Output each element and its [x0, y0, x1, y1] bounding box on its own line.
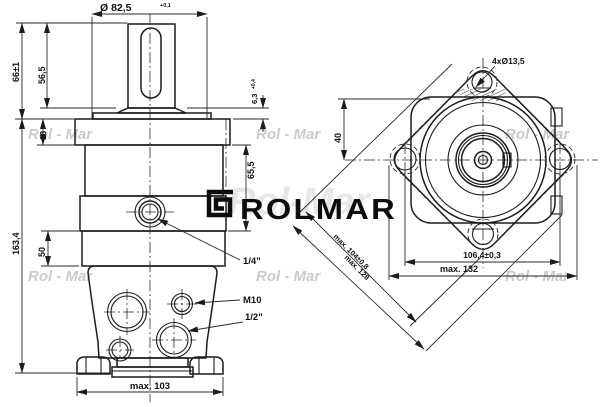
dim-40-label: 40 — [333, 133, 343, 143]
hub-circle-outer — [455, 132, 511, 188]
watermark-text: Rol - Mar — [256, 126, 321, 143]
leader-half-inch: 1/2" — [187, 312, 263, 333]
port-small-bottom — [106, 336, 134, 362]
valve-housing — [87, 265, 218, 359]
port-quarter-inch — [126, 196, 174, 228]
dim-63-tol: +0,4 — [251, 79, 257, 89]
shaft-center-hole — [477, 154, 489, 166]
pilot-boss — [92, 112, 212, 120]
spacer-section — [81, 230, 226, 267]
seal-circle — [447, 124, 519, 196]
keyway-slot — [140, 27, 162, 99]
dim-18-label: 18 — [39, 131, 48, 140]
port-half-inch — [152, 318, 196, 359]
dim-max132: max. 132 — [388, 165, 578, 280]
watermark-text: Rol - Mar — [256, 268, 321, 285]
watermark-text: Rol - Mar — [28, 268, 93, 285]
shaft-hole — [473, 150, 493, 170]
dim-1634: 163,4 — [11, 118, 112, 374]
watermark-text: Rol - Mar — [505, 126, 570, 143]
rolmar-logo-icon — [206, 189, 233, 218]
label-m10: M10 — [243, 295, 261, 306]
dim-40: 40 — [333, 98, 430, 161]
dim-1064: 106,4±0,3 — [404, 172, 561, 266]
shaft — [127, 23, 176, 109]
label-bolt-holes: 4xØ13,5 — [492, 56, 525, 66]
dim-18: 18 — [37, 118, 75, 146]
end-cap-plate — [111, 366, 194, 378]
cover-circle-inner — [424, 101, 542, 219]
dim-655-label: 65,5 — [246, 161, 256, 179]
dim-1634-label: 163,4 — [11, 232, 21, 255]
dim-655: 65,5 — [228, 144, 256, 232]
dim-shaft-diameter: Ø 82,5 +0,1 — [91, 2, 208, 119]
label-quarter-inch: 1/4" — [243, 256, 261, 267]
dim-max132-label: max. 132 — [440, 264, 478, 274]
dim-565-label: 56,5 — [37, 66, 47, 84]
leader-m10: M10 — [194, 295, 261, 306]
dim-66-label: 66±1 — [11, 62, 21, 82]
body-tab-lower — [550, 195, 563, 215]
end-cap-neck — [116, 357, 189, 368]
keyway-notch — [502, 152, 512, 168]
port-large-left — [104, 289, 150, 335]
dim-shaft-diameter-tol: +0,1 — [160, 3, 171, 9]
bolt-hole-bottom — [471, 222, 495, 246]
body-tab-upper — [550, 107, 563, 127]
dim-1064-label: 106,4±0,3 — [463, 250, 501, 260]
dim-50-label: 50 — [37, 247, 47, 257]
dim-max103: max. 103 — [76, 377, 224, 396]
dim-shaft-diameter-label: Ø 82,5 — [100, 2, 132, 14]
gear-housing — [84, 144, 224, 197]
dim-max103-label: max. 103 — [130, 381, 170, 392]
port-m10 — [167, 289, 197, 319]
mounting-flange — [74, 118, 231, 146]
section-hatch — [456, 89, 509, 101]
leader-bolt-holes: 4xØ13,5 — [475, 56, 525, 88]
dim-66: 66±1 — [11, 22, 127, 120]
rolmar-logo: ROLMAR — [206, 189, 397, 226]
label-half-inch: 1/2" — [245, 312, 263, 323]
dim-50: 50 — [37, 230, 79, 267]
hub-circle-inner — [460, 137, 506, 183]
hex-nut-left — [76, 356, 111, 375]
rolmar-logo-text: ROLMAR — [240, 194, 397, 226]
dim-63-label: 6,3 — [250, 94, 259, 104]
leader-quarter-inch: 1/4" — [157, 218, 261, 267]
dim-565: 56,5 — [37, 22, 116, 109]
hub-circle-mid — [457, 134, 509, 186]
watermark-text: Rol - Mar — [505, 268, 570, 285]
hex-nut-right — [189, 356, 224, 375]
watermark-text: Rol - Mar — [28, 126, 93, 143]
dim-63: 6,3 +0,4 — [187, 79, 269, 132]
